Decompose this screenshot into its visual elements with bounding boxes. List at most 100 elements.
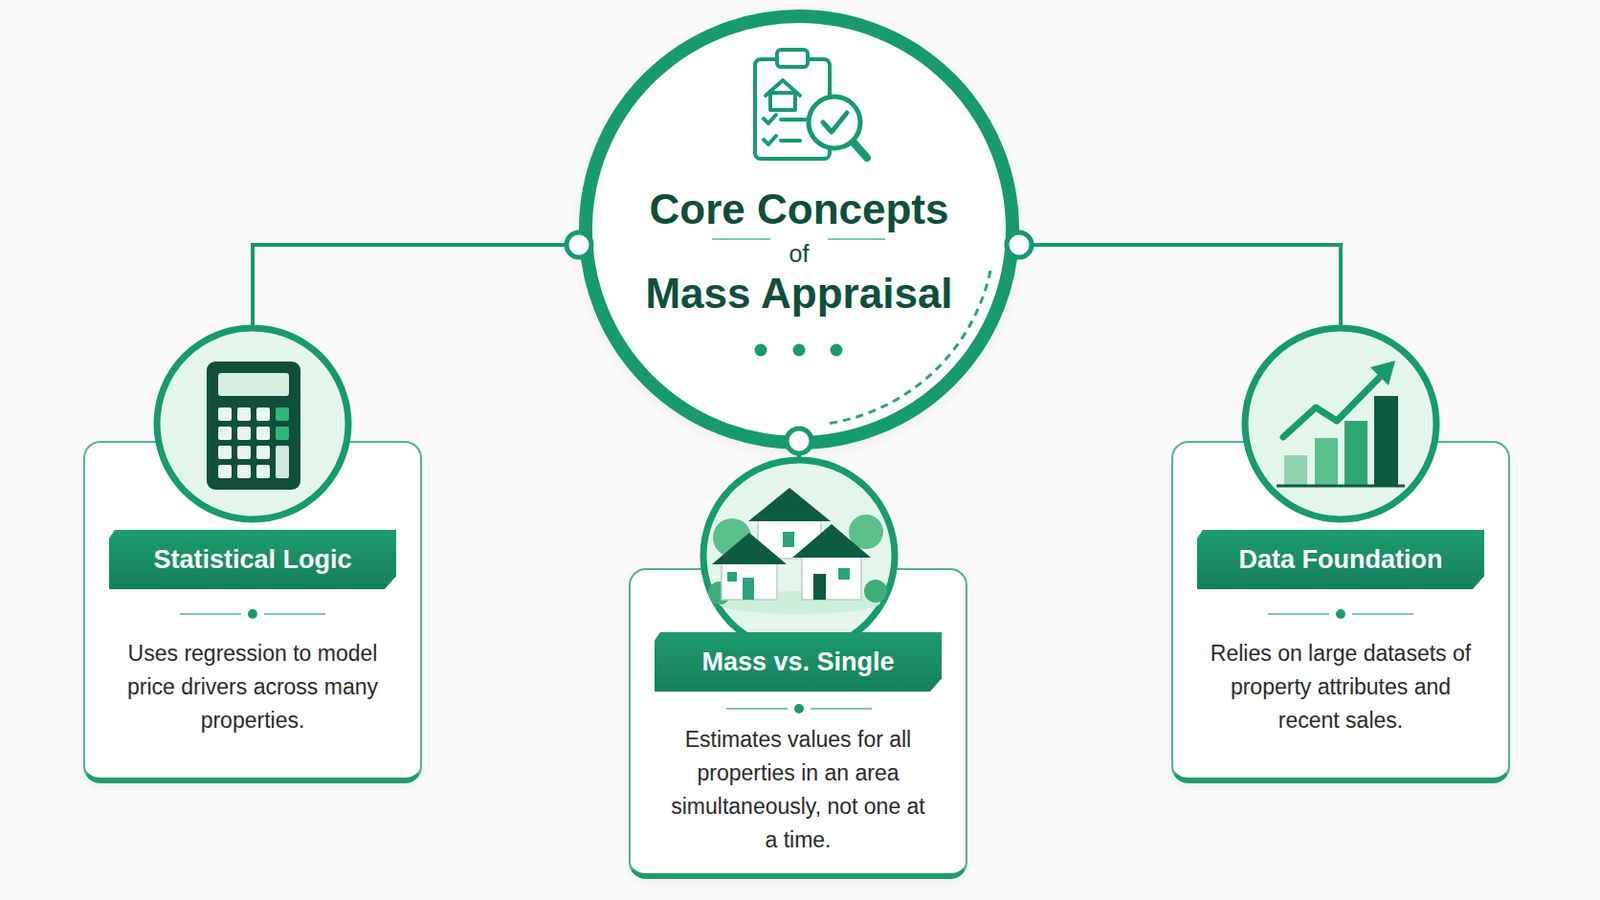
icon-circle bbox=[703, 460, 895, 652]
houses-icon bbox=[708, 581, 732, 605]
clipboard-icon bbox=[765, 80, 800, 96]
clipboard-icon bbox=[808, 96, 861, 149]
houses-icon bbox=[708, 488, 888, 615]
houses-icon bbox=[757, 516, 822, 559]
calculator-icon bbox=[275, 445, 289, 479]
houses-icon bbox=[712, 518, 752, 557]
divider-line bbox=[1267, 613, 1330, 616]
divider-line bbox=[827, 238, 886, 241]
calculator-icon bbox=[237, 426, 251, 441]
houses-icon bbox=[801, 553, 862, 600]
card-heading: Statistical Logic bbox=[109, 530, 397, 590]
calculator-icon bbox=[206, 361, 301, 490]
connector-line bbox=[797, 449, 801, 459]
connector-line bbox=[1019, 244, 1341, 327]
houses-icon bbox=[748, 488, 831, 522]
title-text: Mass Appraisal bbox=[592, 267, 1006, 320]
calculator-icon bbox=[275, 426, 289, 441]
calculator-icon bbox=[218, 445, 232, 460]
houses-icon bbox=[813, 574, 826, 600]
clipboard-icon bbox=[777, 49, 808, 67]
dashed-arc bbox=[826, 270, 991, 424]
card-description: Uses regression to model price drivers a… bbox=[116, 637, 389, 738]
houses-icon bbox=[727, 572, 737, 582]
divider-line bbox=[810, 708, 872, 711]
title-dots bbox=[755, 344, 844, 357]
clipboard-icon bbox=[780, 117, 806, 122]
card-body: Uses regression to model price drivers a… bbox=[83, 637, 423, 738]
icon-circle bbox=[156, 328, 349, 520]
calculator-icon bbox=[237, 445, 251, 460]
clipboard-icon bbox=[853, 142, 867, 158]
concept-card: Statistical LogicUses regression to mode… bbox=[83, 326, 423, 784]
divider-line bbox=[179, 613, 242, 616]
connector-knob bbox=[566, 232, 592, 258]
calculator-icon bbox=[275, 407, 289, 422]
chart-icon bbox=[1284, 455, 1308, 486]
houses-icon bbox=[782, 532, 795, 548]
chart-icon bbox=[1374, 396, 1399, 486]
title-text: Core Concepts bbox=[592, 183, 1006, 236]
houses-icon bbox=[848, 514, 884, 550]
divider-line bbox=[794, 704, 804, 714]
houses-icon bbox=[721, 559, 778, 600]
calculator-icon bbox=[256, 407, 270, 422]
houses-icon bbox=[864, 579, 888, 603]
card-description: Estimates values for all properties in a… bbox=[662, 723, 934, 858]
calculator-icon bbox=[218, 407, 232, 422]
card-heading: Mass vs. Single bbox=[654, 632, 942, 692]
calculator-icon bbox=[256, 445, 270, 460]
calculator-icon bbox=[237, 465, 251, 479]
houses-icon bbox=[742, 577, 755, 600]
clipboard-icon bbox=[755, 49, 867, 159]
calculator-icon bbox=[218, 426, 232, 441]
dashed-arc bbox=[826, 270, 991, 424]
card-description: Relies on large datasets of property att… bbox=[1204, 637, 1477, 738]
houses-icon bbox=[711, 533, 787, 565]
calculator-icon bbox=[237, 407, 251, 422]
clipboard-icon bbox=[822, 112, 847, 133]
clipboard-icon bbox=[763, 114, 777, 124]
connector-knob bbox=[1006, 232, 1032, 258]
concept-card: Data FoundationRelies on large datasets … bbox=[1171, 326, 1511, 784]
divider-line bbox=[179, 239, 1414, 714]
houses-icon bbox=[792, 524, 871, 558]
clipboard-icon bbox=[770, 92, 796, 111]
calculator-icon bbox=[256, 426, 270, 441]
divider-line bbox=[1352, 613, 1414, 616]
houses-icon bbox=[717, 591, 881, 615]
title-dots bbox=[830, 344, 844, 357]
houses-icon bbox=[838, 568, 850, 580]
clipboard-icon bbox=[763, 135, 777, 145]
chart-icon bbox=[1314, 438, 1338, 486]
icon-circle bbox=[1244, 328, 1437, 520]
connector-knob bbox=[786, 428, 812, 454]
connector-knob bbox=[566, 232, 1032, 454]
calculator-icon bbox=[218, 373, 289, 397]
icon-circle bbox=[156, 328, 1437, 652]
title-connector-word: of bbox=[592, 239, 1006, 268]
connector-line bbox=[252, 244, 579, 327]
divider-line bbox=[726, 708, 788, 711]
card-body: Relies on large datasets of property att… bbox=[1171, 637, 1511, 738]
chart-icon bbox=[1283, 371, 1386, 438]
clipboard-icon bbox=[755, 59, 830, 159]
divider-line bbox=[264, 613, 326, 616]
title-dots bbox=[755, 344, 768, 357]
divider-line bbox=[247, 609, 258, 620]
concept-circle: Core Concepts ofMass Appraisal bbox=[578, 9, 1020, 450]
concept-card: Mass vs. SingleEstimates values for all … bbox=[628, 458, 968, 880]
title-dots bbox=[793, 344, 806, 357]
chart-icon bbox=[1344, 421, 1368, 486]
clipboard-icon bbox=[780, 138, 800, 143]
chart-icon bbox=[1276, 360, 1405, 487]
chart-icon bbox=[1276, 485, 1405, 489]
card-body: Estimates values for all properties in a… bbox=[628, 723, 968, 858]
calculator-icon bbox=[218, 465, 232, 479]
calculator-icon bbox=[206, 361, 301, 490]
calculator-icon bbox=[256, 465, 270, 479]
divider-line bbox=[711, 238, 771, 241]
divider-line bbox=[1335, 609, 1346, 620]
card-heading: Data Foundation bbox=[1197, 530, 1485, 590]
